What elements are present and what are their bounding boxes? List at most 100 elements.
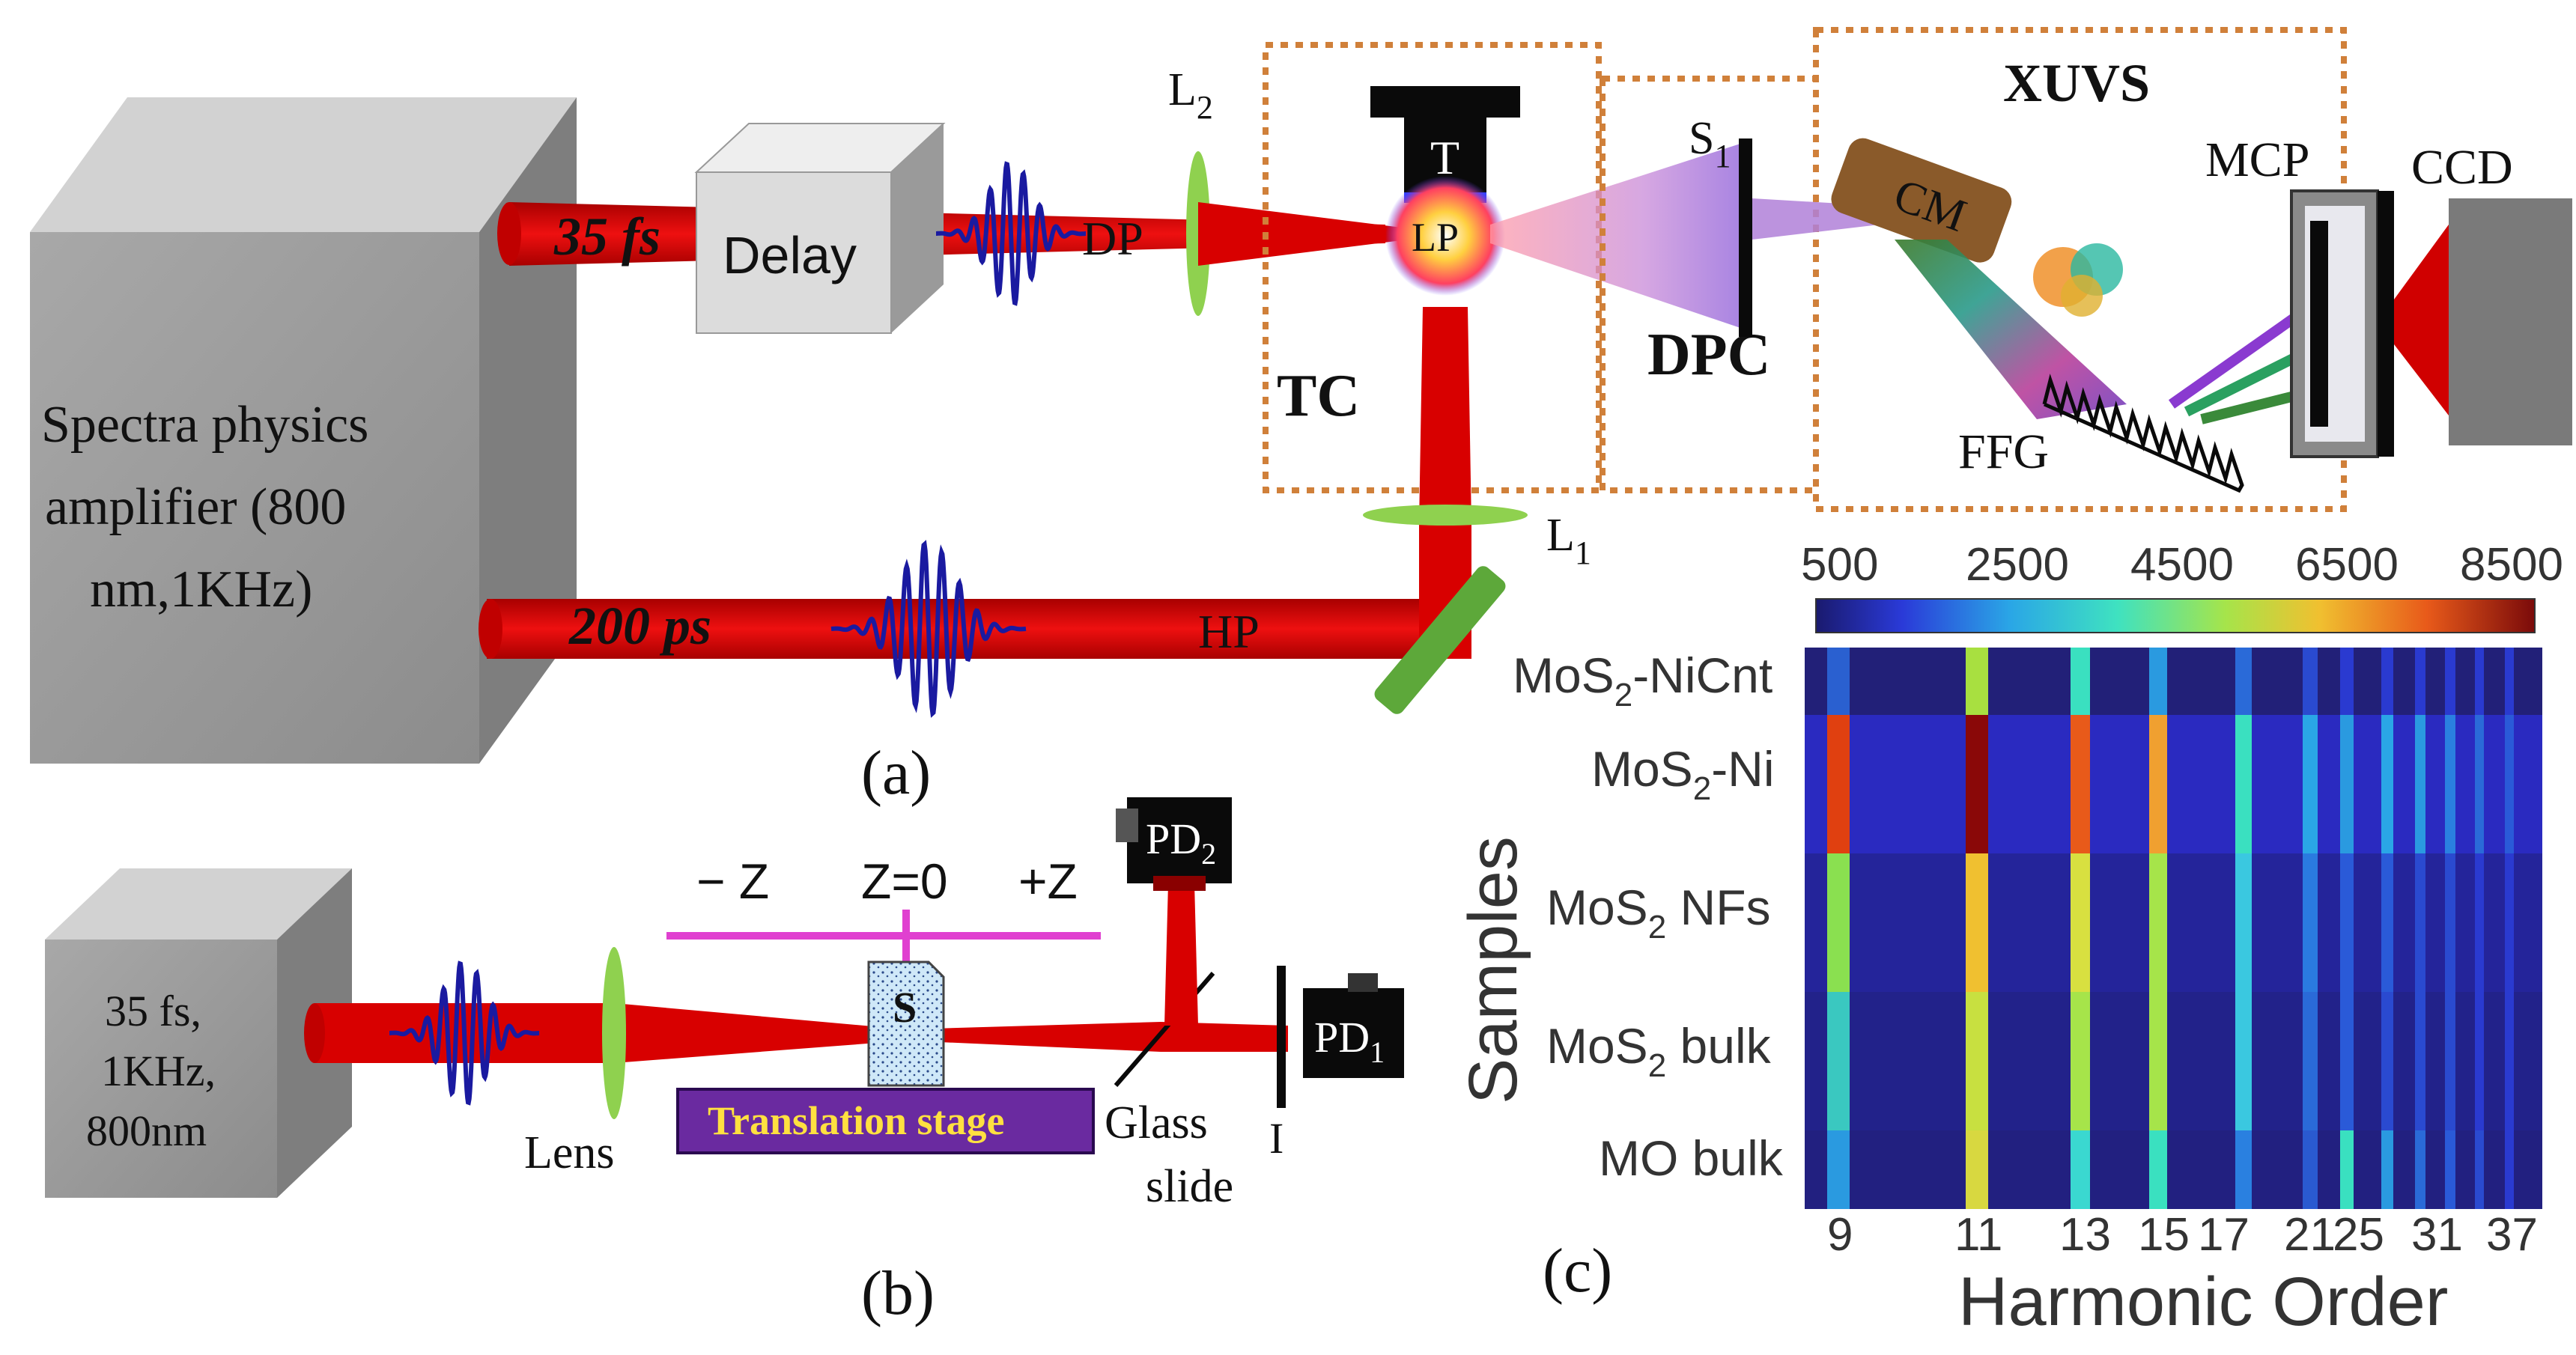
- lens-l2-label: L2: [1168, 64, 1213, 126]
- heatmap-cell: [2445, 1130, 2455, 1209]
- lens-l1-label: L1: [1546, 510, 1591, 571]
- heatmap-cell: [2303, 715, 2318, 853]
- colorbar-tick: 6500: [2295, 539, 2399, 591]
- amplifier-label-line2: amplifier (800: [45, 478, 346, 536]
- ccd-label: CCD: [2411, 140, 2513, 195]
- heatmap-cell: [2415, 715, 2425, 853]
- wave-packet-icon: [830, 540, 1027, 718]
- pd1-label: PD1: [1314, 1013, 1385, 1069]
- delay-label: Delay: [723, 226, 857, 284]
- delay-box: [694, 123, 946, 334]
- heatmap-cell: [2475, 992, 2484, 1130]
- panel-a: Spectra physics amplifier (800 nm,1KHz) …: [30, 27, 2572, 808]
- heatmap-cell: [2071, 853, 2090, 992]
- heatmap-row: [1805, 1130, 2542, 1209]
- heatmap-cell: [1827, 1130, 1850, 1209]
- x-axis-label: Harmonic Order: [1958, 1264, 2448, 1340]
- harmonic-tick: 21: [2284, 1209, 2336, 1261]
- tc-label: TC: [1277, 363, 1360, 429]
- heatmap-cell: [1966, 992, 1988, 1130]
- heatmap-cell: [2235, 992, 2252, 1130]
- plasma-label: LP: [1412, 215, 1459, 260]
- heatmap-cell: [2505, 992, 2514, 1130]
- heatmap-cell: [2149, 853, 2167, 992]
- heatmap-cell: [1966, 648, 1988, 715]
- panel-c-label: (c): [1543, 1236, 1612, 1306]
- harmonic-tick: 15: [2138, 1209, 2190, 1261]
- panel-a-label: (a): [861, 738, 931, 808]
- laser-label-line3: 800nm: [86, 1106, 207, 1155]
- heatmap-cell: [2381, 992, 2393, 1130]
- harmonic-tick: 37: [2486, 1209, 2538, 1261]
- heatmap-cell: [2303, 992, 2318, 1130]
- heatmap-cell: [2071, 992, 2090, 1130]
- heatmap-cell: [1966, 1130, 1988, 1209]
- lens-label: Lens: [524, 1127, 615, 1178]
- heatmap-row: [1805, 715, 2542, 853]
- heatmap-cell: [1827, 715, 1850, 853]
- sample-label: MoS2 bulk: [1546, 1018, 1772, 1084]
- heatmap-cell: [2235, 715, 2252, 853]
- colorbar-tick: 4500: [2130, 539, 2234, 591]
- heatmap-cell: [2340, 1130, 2354, 1209]
- panel-b: 35 fs, 1KHz, 800nm Lens − Z Z=0 +Z S Tra…: [45, 797, 1404, 1328]
- wave-packet-icon: [936, 161, 1086, 306]
- heatmap-cell: [2235, 853, 2252, 992]
- z-minus-label: − Z: [696, 853, 769, 909]
- xuv-beam: [1490, 142, 1745, 329]
- ccd-camera-icon: [2449, 198, 2572, 445]
- harmonic-tick: 11: [1954, 1209, 2002, 1261]
- ffg-label: FFG: [1958, 424, 2049, 479]
- heatmap-cell: [2303, 1130, 2318, 1209]
- heatmap-cell: [1827, 992, 1850, 1130]
- harmonic-tick: 13: [2059, 1209, 2111, 1261]
- flat-field-grating-icon: [2042, 374, 2244, 493]
- plasma-plume: [1385, 176, 1505, 296]
- iris-label: I: [1269, 1114, 1284, 1163]
- heatmap-cell: [2340, 715, 2354, 853]
- diffraction-pattern-icon: [2033, 243, 2123, 317]
- heatmap-cell: [1966, 853, 1988, 992]
- pulse-200ps-label: 200 ps: [568, 596, 711, 656]
- dp-label: DP: [1082, 212, 1143, 265]
- heatmap-cell: [2071, 648, 2090, 715]
- svg-text:Glass slide: Glass slide: [1105, 1097, 1233, 1212]
- heatmap-cell: [2445, 715, 2455, 853]
- lens-icon: [602, 947, 626, 1119]
- sample-label: MoS2-NiCnt: [1513, 648, 1772, 713]
- translation-stage: [676, 1088, 1095, 1154]
- target-label: T: [1430, 131, 1459, 184]
- heatmap-cell: [2149, 715, 2167, 853]
- heatmap-cell: [1966, 715, 1988, 853]
- wave-packet-icon: [389, 960, 539, 1106]
- slit-s1-label: S1: [1689, 113, 1731, 174]
- heatmap-cell: [2505, 648, 2514, 715]
- colorbar-tick: 2500: [1966, 539, 2069, 591]
- heatmap-cell: [2505, 1130, 2514, 1209]
- heatmap-cell: [2071, 715, 2090, 853]
- heatmap-cell: [2415, 648, 2425, 715]
- z-plus-label: +Z: [1018, 853, 1078, 909]
- heatmap-cell: [2340, 853, 2354, 992]
- harmonic-tick: 25: [2333, 1209, 2384, 1261]
- heatmap-cell: [2303, 648, 2318, 715]
- heatmap-cell: [2340, 992, 2354, 1130]
- amplifier-label-line1: Spectra physics: [41, 396, 368, 454]
- harmonic-tick: 9: [1827, 1209, 1853, 1261]
- heatmap-cell: [2235, 1130, 2252, 1209]
- sample-label: MoS2-Ni: [1591, 741, 1775, 807]
- heatmap-row: [1805, 648, 2542, 715]
- mcp-detector-icon: [2290, 189, 2394, 458]
- heatmap-cell: [2415, 992, 2425, 1130]
- probe-beam: [315, 1003, 1288, 1063]
- heatmap-cell: [2381, 648, 2393, 715]
- heatmap-cell: [2149, 992, 2167, 1130]
- sample-label: MO bulk: [1599, 1130, 1784, 1186]
- heatmap-cell: [2445, 992, 2455, 1130]
- y-axis-label: Samples: [1455, 836, 1531, 1104]
